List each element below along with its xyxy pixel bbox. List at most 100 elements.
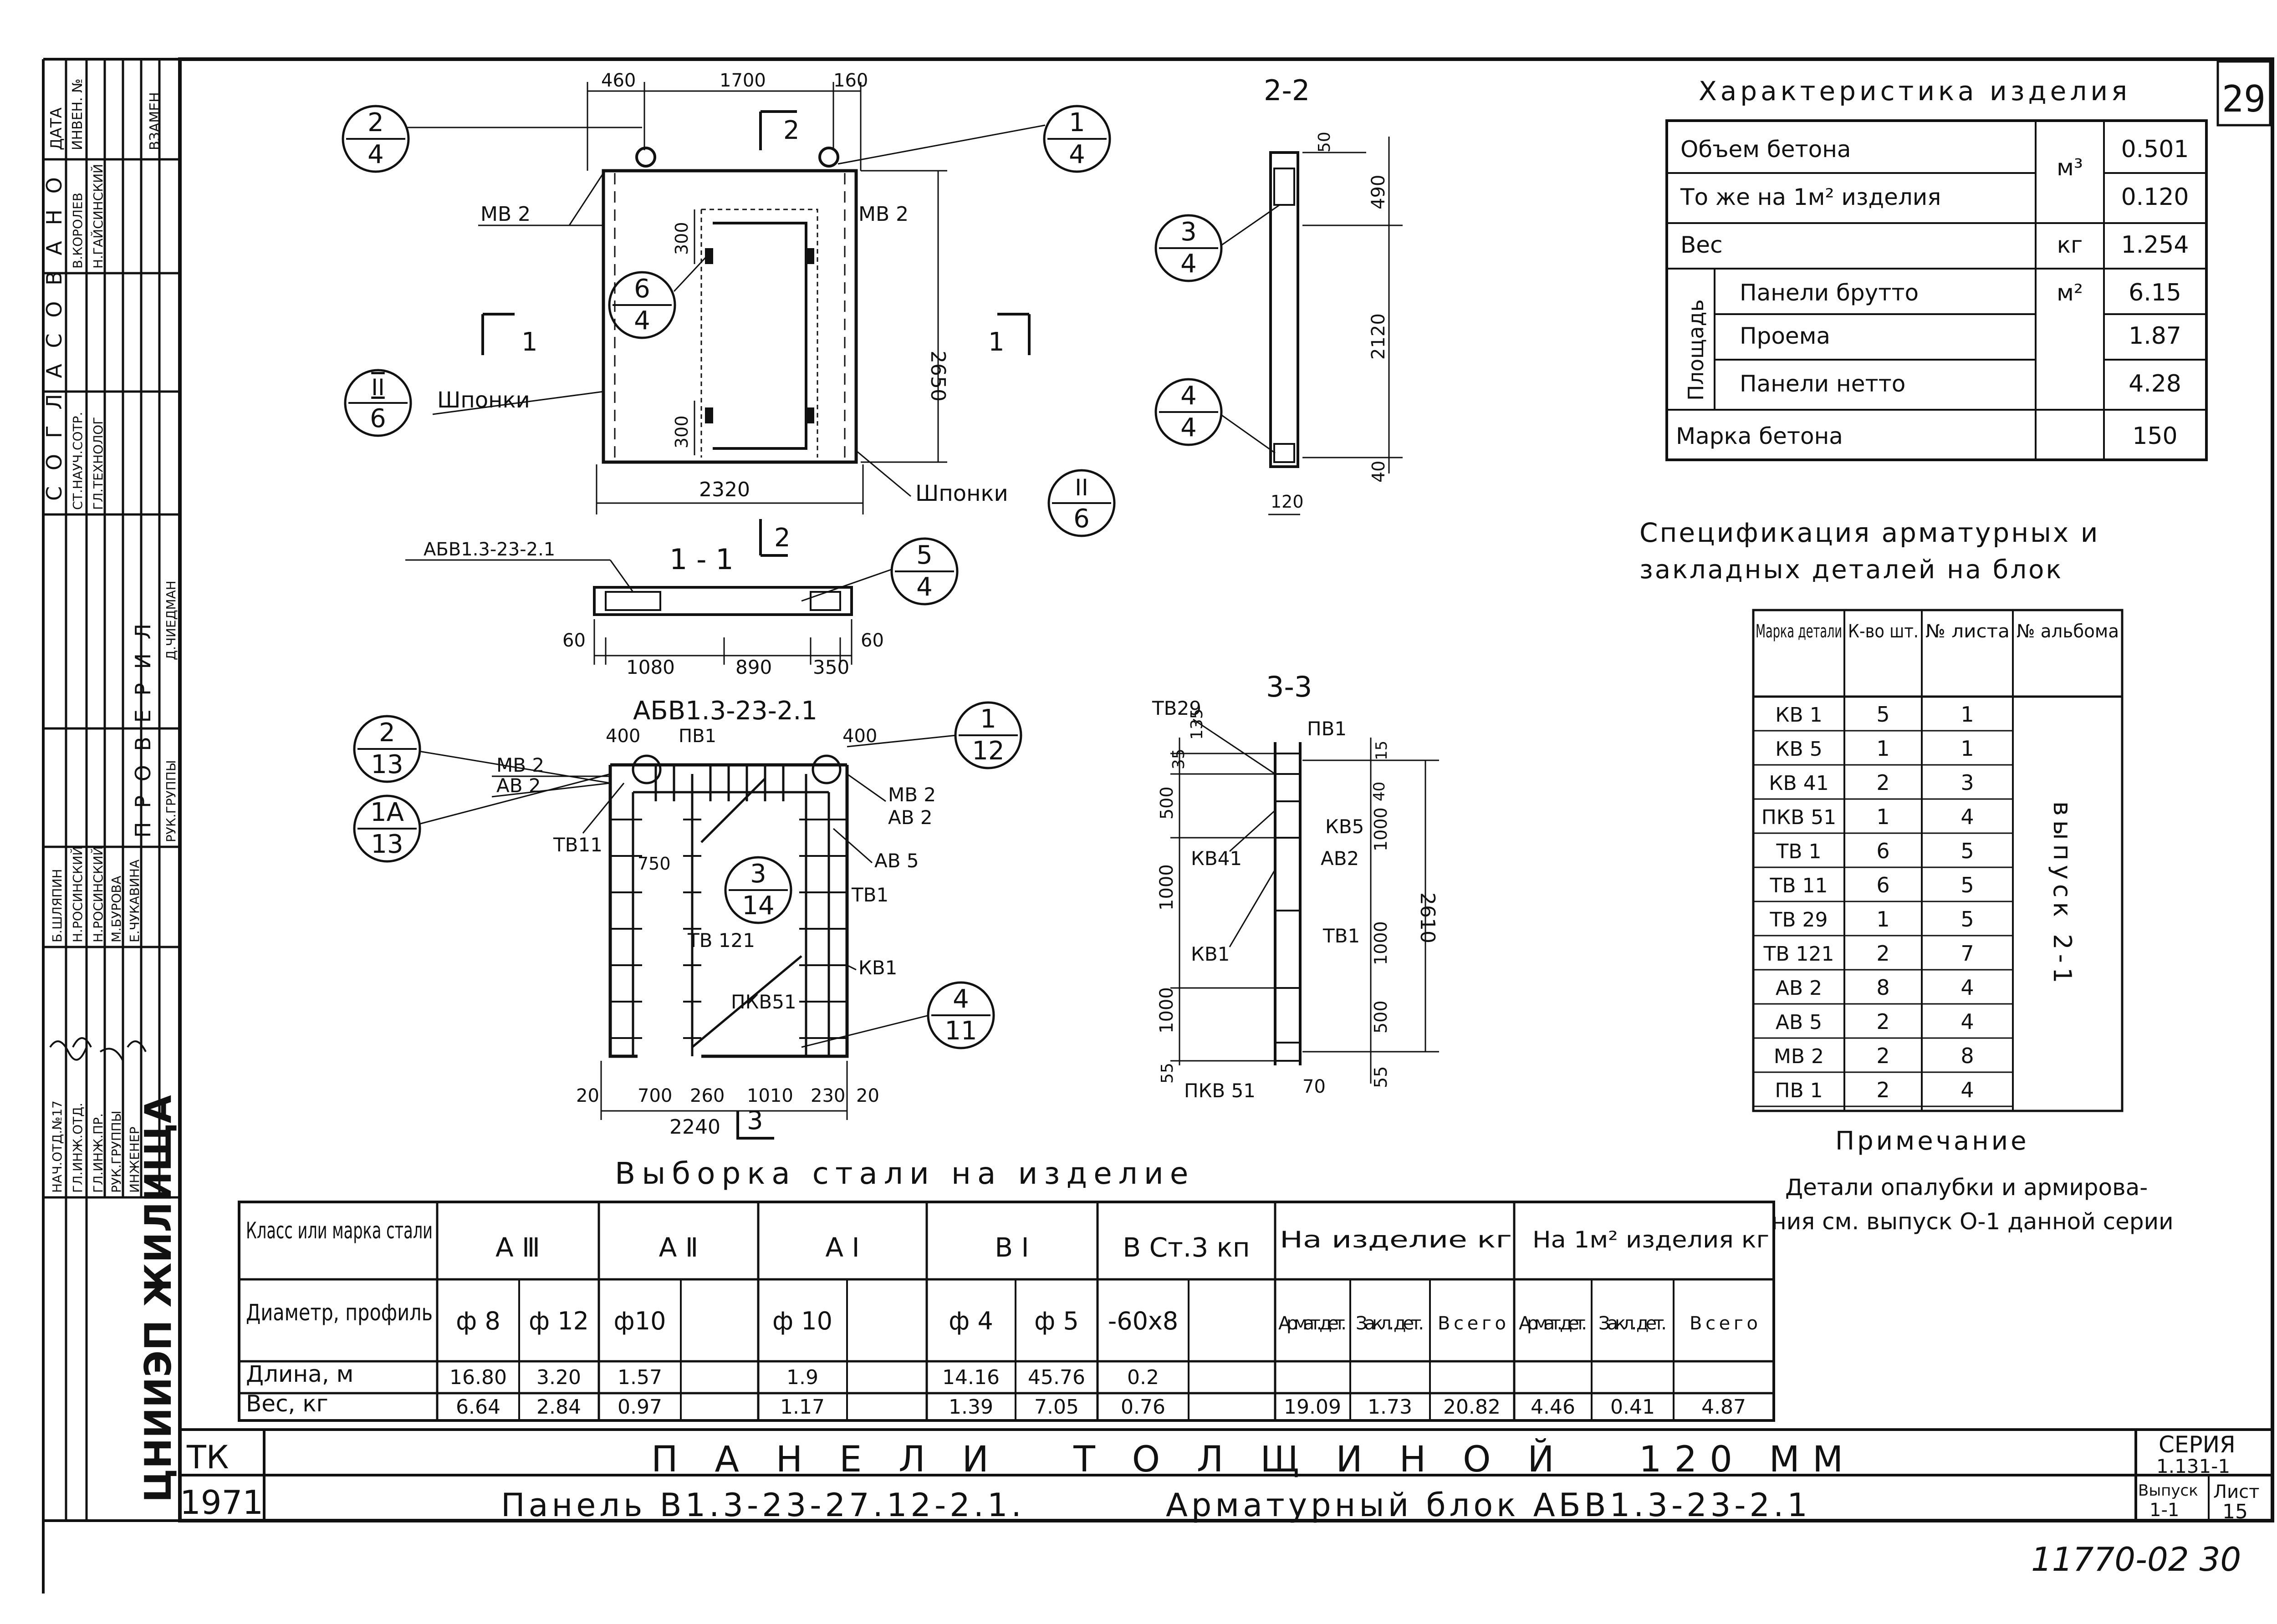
svg-text:500: 500 bbox=[1371, 1000, 1391, 1033]
spec-row-qty: 2 bbox=[1876, 941, 1889, 966]
callout: II6 bbox=[344, 369, 412, 437]
spec-row-sheet: 1 bbox=[1960, 736, 1974, 761]
char-row-name: Марка бетона bbox=[1676, 423, 1843, 449]
callout: 64 bbox=[608, 256, 707, 339]
svg-text:1: 1 bbox=[1069, 108, 1085, 137]
svg-text:СЕРИЯ: СЕРИЯ bbox=[2159, 1431, 2236, 1458]
title-sub-left: Панель В1.3-23-27.12-2.1. bbox=[501, 1487, 1025, 1524]
svg-text:МВ 2: МВ 2 bbox=[888, 784, 936, 806]
signature-marks bbox=[49, 1037, 147, 1061]
svg-text:Вес, кг: Вес, кг bbox=[246, 1390, 328, 1417]
svg-text:20: 20 bbox=[856, 1085, 879, 1106]
svg-text:Н.РОСИНСКИЙ: Н.РОСИНСКИЙ bbox=[70, 846, 85, 942]
svg-text:ПКВ 51: ПКВ 51 bbox=[1184, 1079, 1256, 1102]
sheet-frame bbox=[178, 57, 2274, 1522]
svg-text:АВ 2: АВ 2 bbox=[888, 806, 933, 829]
svg-text:3: 3 bbox=[750, 859, 766, 889]
svg-text:11: 11 bbox=[944, 1016, 977, 1046]
svg-text:Н.РОСИНСКИЙ: Н.РОСИНСКИЙ bbox=[90, 846, 106, 942]
svg-text:ПКВ51: ПКВ51 bbox=[731, 991, 796, 1013]
svg-text:1000: 1000 bbox=[1371, 807, 1391, 851]
steel-class: В Ст.3 кп bbox=[1123, 1232, 1250, 1263]
char-row-name: Объем бетона bbox=[1680, 136, 1851, 163]
steel-cell-lengths: 1.9 bbox=[786, 1366, 818, 1389]
svg-text:ГЛ.ИНЖ.ОТД.: ГЛ.ИНЖ.ОТД. bbox=[70, 1103, 85, 1193]
spec-row-qty: 1 bbox=[1876, 804, 1889, 829]
svg-text:ТВ29: ТВ29 bbox=[1152, 697, 1201, 719]
svg-text:4: 4 bbox=[1180, 381, 1197, 411]
svg-text:13: 13 bbox=[371, 830, 403, 859]
title-year: 1971 bbox=[180, 1483, 263, 1522]
char-row-value: 0.120 bbox=[2121, 183, 2189, 211]
org-logo: ЦНИИЭП ЖИЛИЩА bbox=[137, 1095, 179, 1502]
svg-text:300: 300 bbox=[672, 415, 692, 448]
steel-sub-header: Армат. дет. bbox=[1278, 1313, 1347, 1334]
steel-sub-header: Армат. дет. bbox=[1519, 1313, 1587, 1334]
svg-text:ПВ1: ПВ1 bbox=[1307, 718, 1347, 740]
steel-sub-header: Всего bbox=[1690, 1313, 1758, 1334]
svg-text:4: 4 bbox=[953, 984, 969, 1014]
spec-row-qty: 6 bbox=[1876, 839, 1889, 863]
svg-text:Б.ШЛЯПИН: Б.ШЛЯПИН bbox=[50, 869, 65, 942]
svg-text:ГЛ.ИНЖ.ПР.: ГЛ.ИНЖ.ПР. bbox=[91, 1113, 106, 1193]
steel-total: 4.46 bbox=[1531, 1395, 1575, 1419]
steel-class: А Ⅲ bbox=[495, 1232, 540, 1263]
svg-text:На 1м² изделия кг: На 1м² изделия кг bbox=[1532, 1227, 1769, 1253]
svg-text:МВ 2: МВ 2 bbox=[480, 203, 531, 226]
svg-text:ИНЖЕНЕР: ИНЖЕНЕР bbox=[127, 1127, 142, 1193]
steel-cell-lengths: 14.16 bbox=[942, 1366, 1000, 1389]
title-block: ТК 1971 П А Н Е Л И Т О Л Щ И Н О Й 120 … bbox=[180, 1428, 2272, 1524]
char-row-name: Вес bbox=[1680, 232, 1723, 258]
spec-row-mark: МВ 2 bbox=[1774, 1045, 1824, 1068]
svg-text:3: 3 bbox=[747, 1106, 763, 1135]
steel-sub-header: Закл. дет. bbox=[1356, 1313, 1424, 1334]
svg-text:Лист: Лист bbox=[2213, 1481, 2259, 1502]
char-row-value: 1.254 bbox=[2121, 231, 2189, 259]
svg-text:Выпуск: Выпуск bbox=[2138, 1481, 2198, 1500]
spec-row-sheet: 4 bbox=[1960, 1009, 1974, 1034]
callout: 213 bbox=[353, 715, 611, 784]
svg-text:890: 890 bbox=[735, 656, 772, 678]
svg-text:2320: 2320 bbox=[699, 478, 750, 501]
spec-row-qty: 2 bbox=[1876, 770, 1889, 795]
char-row-unit: кг bbox=[2057, 232, 2083, 258]
svg-text:4: 4 bbox=[1180, 249, 1197, 279]
spec-row-qty: 2 bbox=[1876, 1009, 1889, 1034]
svg-text:5: 5 bbox=[916, 540, 933, 570]
svg-text:Класс или марка стали: Класс или марка стали bbox=[246, 1217, 433, 1244]
svg-text:РУК.ГРУППЫ: РУК.ГРУППЫ bbox=[109, 1110, 124, 1193]
section-1-1: 1 - 1 АБВ1.3-23-2.1 60 1080 890 350 60 2 bbox=[405, 519, 884, 678]
svg-text:2120: 2120 bbox=[1368, 313, 1389, 360]
svg-text:2240: 2240 bbox=[669, 1115, 720, 1139]
svg-text:С О Г Л А С О В А Н О: С О Г Л А С О В А Н О bbox=[42, 173, 66, 501]
svg-text:4: 4 bbox=[1069, 140, 1085, 169]
svg-text:1010: 1010 bbox=[747, 1085, 793, 1106]
svg-text:II: II bbox=[371, 374, 385, 401]
svg-text:55: 55 bbox=[1158, 1063, 1177, 1084]
steel-total: 20.82 bbox=[1443, 1395, 1501, 1419]
svg-text:60: 60 bbox=[861, 630, 884, 651]
svg-text:Диаметр, профиль: Диаметр, профиль bbox=[246, 1299, 433, 1326]
section-2-2: 2-2 50 490 2120 40 120 bbox=[1264, 74, 1403, 515]
steel-cell-weights: 2.84 bbox=[536, 1395, 581, 1419]
svg-text:МВ 2: МВ 2 bbox=[858, 203, 909, 226]
svg-text:Шпонки: Шпонки bbox=[915, 481, 1008, 506]
steel-total: 4.87 bbox=[1701, 1395, 1746, 1419]
steel-sub-header: Всего bbox=[1438, 1313, 1506, 1334]
svg-text:2: 2 bbox=[783, 116, 800, 145]
svg-text:II: II bbox=[1075, 474, 1088, 501]
spec-album: выпуск 2-1 bbox=[2048, 801, 2077, 988]
svg-text:12: 12 bbox=[972, 736, 1004, 766]
spec-row-sheet: 5 bbox=[1960, 907, 1974, 932]
char-row-name: Панели нетто bbox=[1740, 371, 1905, 397]
svg-text:М.БУРОВА: М.БУРОВА bbox=[109, 876, 124, 942]
svg-text:КВ5: КВ5 bbox=[1325, 815, 1364, 838]
svg-text:1-1: 1-1 bbox=[2149, 1500, 2179, 1521]
steel-total: 0.41 bbox=[1610, 1395, 1655, 1419]
spec-row-sheet: 8 bbox=[1960, 1044, 1974, 1068]
svg-text:Примечание: Примечание bbox=[1835, 1126, 2029, 1156]
spec-row-mark: АВ 5 bbox=[1776, 1011, 1822, 1034]
svg-text:РУК.ГРУППЫ: РУК.ГРУППЫ bbox=[163, 760, 179, 842]
callout: II6 bbox=[1047, 469, 1116, 537]
